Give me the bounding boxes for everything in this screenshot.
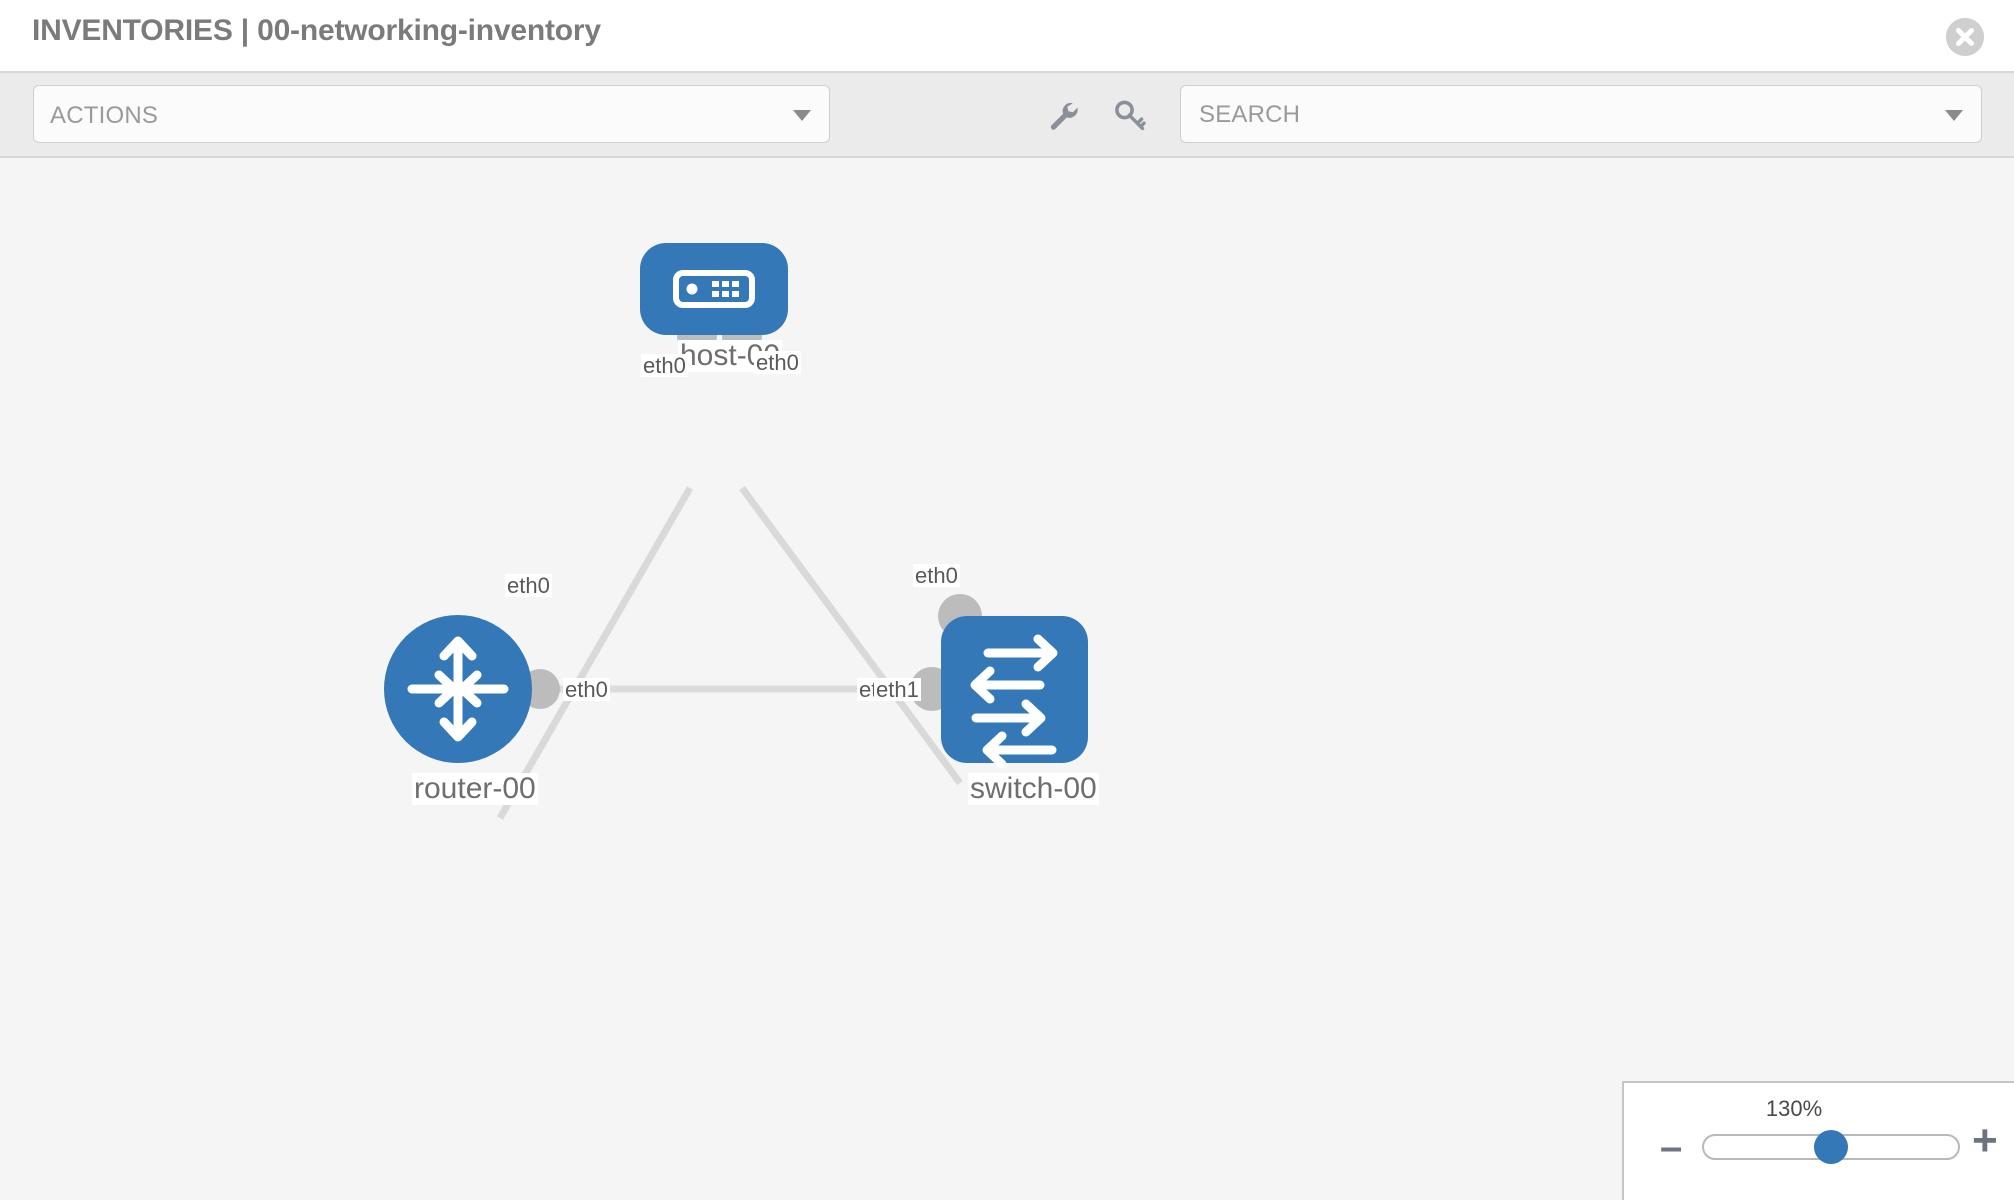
topology-links bbox=[496, 485, 963, 820]
iface-label-router-east: eth0 bbox=[563, 677, 610, 702]
link-host-switch bbox=[739, 485, 963, 786]
iface-label-host-right: eth0 bbox=[754, 350, 801, 375]
server-icon bbox=[673, 270, 755, 308]
node-switch-00[interactable] bbox=[941, 616, 1088, 769]
node-label-switch: switch-00 bbox=[968, 772, 1099, 805]
zoom-in-button[interactable]: + bbox=[1972, 1116, 1998, 1165]
zoom-out-button[interactable]: – bbox=[1660, 1125, 1683, 1169]
key-icon[interactable] bbox=[1113, 99, 1147, 133]
iface-label-router-north: eth0 bbox=[505, 573, 552, 598]
topology-graph bbox=[384, 243, 1088, 820]
node-label-router: router-00 bbox=[412, 772, 538, 805]
router-arrows-icon bbox=[407, 636, 509, 742]
zoom-level-label: 130% bbox=[1765, 1096, 1823, 1121]
zoom-slider-thumb[interactable] bbox=[1814, 1130, 1848, 1164]
node-router-00[interactable] bbox=[384, 615, 532, 763]
link-host-router bbox=[496, 486, 694, 820]
actions-dropdown-label: ACTIONS bbox=[50, 102, 159, 129]
switch-arrows-icon bbox=[970, 634, 1058, 769]
search-chevron-down-icon[interactable] bbox=[1945, 110, 1963, 121]
toolbar: ACTIONS bbox=[0, 73, 2014, 158]
wrench-icon[interactable] bbox=[1047, 99, 1081, 133]
chevron-down-icon bbox=[793, 110, 811, 121]
iface-label-switch-west-eth1: eth1 bbox=[874, 677, 921, 702]
topology-connectors bbox=[520, 316, 982, 711]
zoom-control-panel: 130% – + bbox=[1622, 1081, 2014, 1200]
topology-canvas[interactable]: host-00 router-00 switch-00 eth0 eth0 et… bbox=[0, 158, 2014, 1200]
search-input[interactable] bbox=[1197, 86, 1901, 144]
search-field-wrapper[interactable] bbox=[1180, 85, 1982, 144]
page-header: INVENTORIES | 00-networking-inventory bbox=[0, 0, 2014, 73]
close-icon[interactable] bbox=[1946, 18, 1984, 56]
iface-label-switch-north: eth0 bbox=[913, 563, 960, 588]
node-host-00[interactable] bbox=[640, 243, 788, 335]
actions-dropdown[interactable]: ACTIONS bbox=[33, 85, 830, 143]
page-title: INVENTORIES | 00-networking-inventory bbox=[32, 14, 601, 47]
iface-label-host-left: eth0 bbox=[641, 353, 688, 378]
